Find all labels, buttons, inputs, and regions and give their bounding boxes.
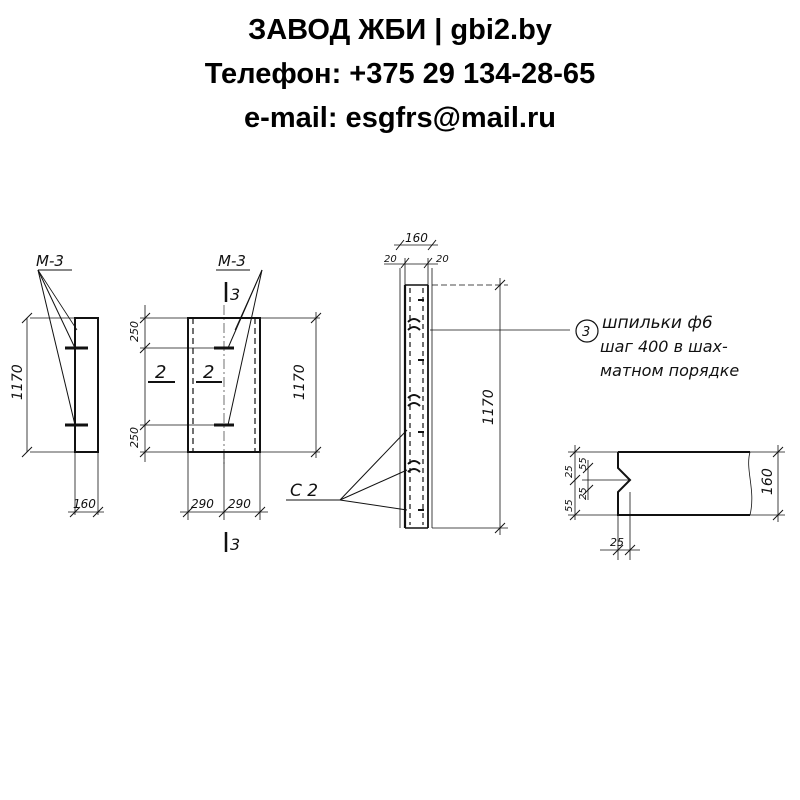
view4-d25-bottom: 25 (610, 536, 624, 549)
view2-width-left: 290 (191, 497, 214, 511)
view1-width: 160 (73, 497, 96, 511)
view2-section-bottom: 3 (230, 535, 240, 554)
view2-section-top: 3 (230, 285, 240, 304)
view4-d55-top: 55 (578, 457, 589, 470)
view2-height: 1170 (292, 364, 308, 400)
view3-note-line1: шпильки ф6 (602, 313, 713, 333)
view3-callout: С 2 (290, 481, 318, 501)
view2-dim-bottom: 250 (128, 427, 141, 448)
view3-edge-left: 20 (384, 254, 397, 265)
view2-mark-right: 2 (203, 362, 214, 383)
view2-mark-left: 2 (155, 362, 166, 383)
view3-top-width: 160 (405, 231, 428, 245)
view2-dim-top: 250 (128, 321, 141, 342)
view3-note-line2: шаг 400 в шах- (600, 337, 728, 356)
view4-d25-top: 25 (564, 465, 575, 478)
view3-height: 1170 (481, 389, 497, 425)
header: ЗАВОД ЖБИ | gbi2.by Телефон: +375 29 134… (0, 8, 800, 140)
drawing-lines (21, 239, 785, 560)
drawing-labels: М-3 1170 160 М-3 3 3 1170 250 250 2 2 29… (10, 231, 776, 554)
view1-tag: М-3 (36, 252, 64, 270)
view3-note-line3: матном порядке (600, 361, 739, 380)
email-line: e-mail: esgfrs@mail.ru (244, 102, 556, 134)
view2-tag: М-3 (218, 252, 246, 270)
phone-line: Телефон: +375 29 134-28-65 (204, 58, 596, 90)
view1-height: 1170 (10, 364, 26, 400)
view4-d55-bottom: 55 (564, 499, 575, 512)
view3-note-number: 3 (582, 325, 590, 340)
view2-width-right: 290 (228, 497, 251, 511)
view4-d25-mid: 25 (578, 487, 589, 500)
company-title: ЗАВОД ЖБИ | gbi2.by (248, 14, 552, 46)
view3-edge-right: 20 (436, 254, 449, 265)
view4-height: 160 (760, 468, 776, 495)
